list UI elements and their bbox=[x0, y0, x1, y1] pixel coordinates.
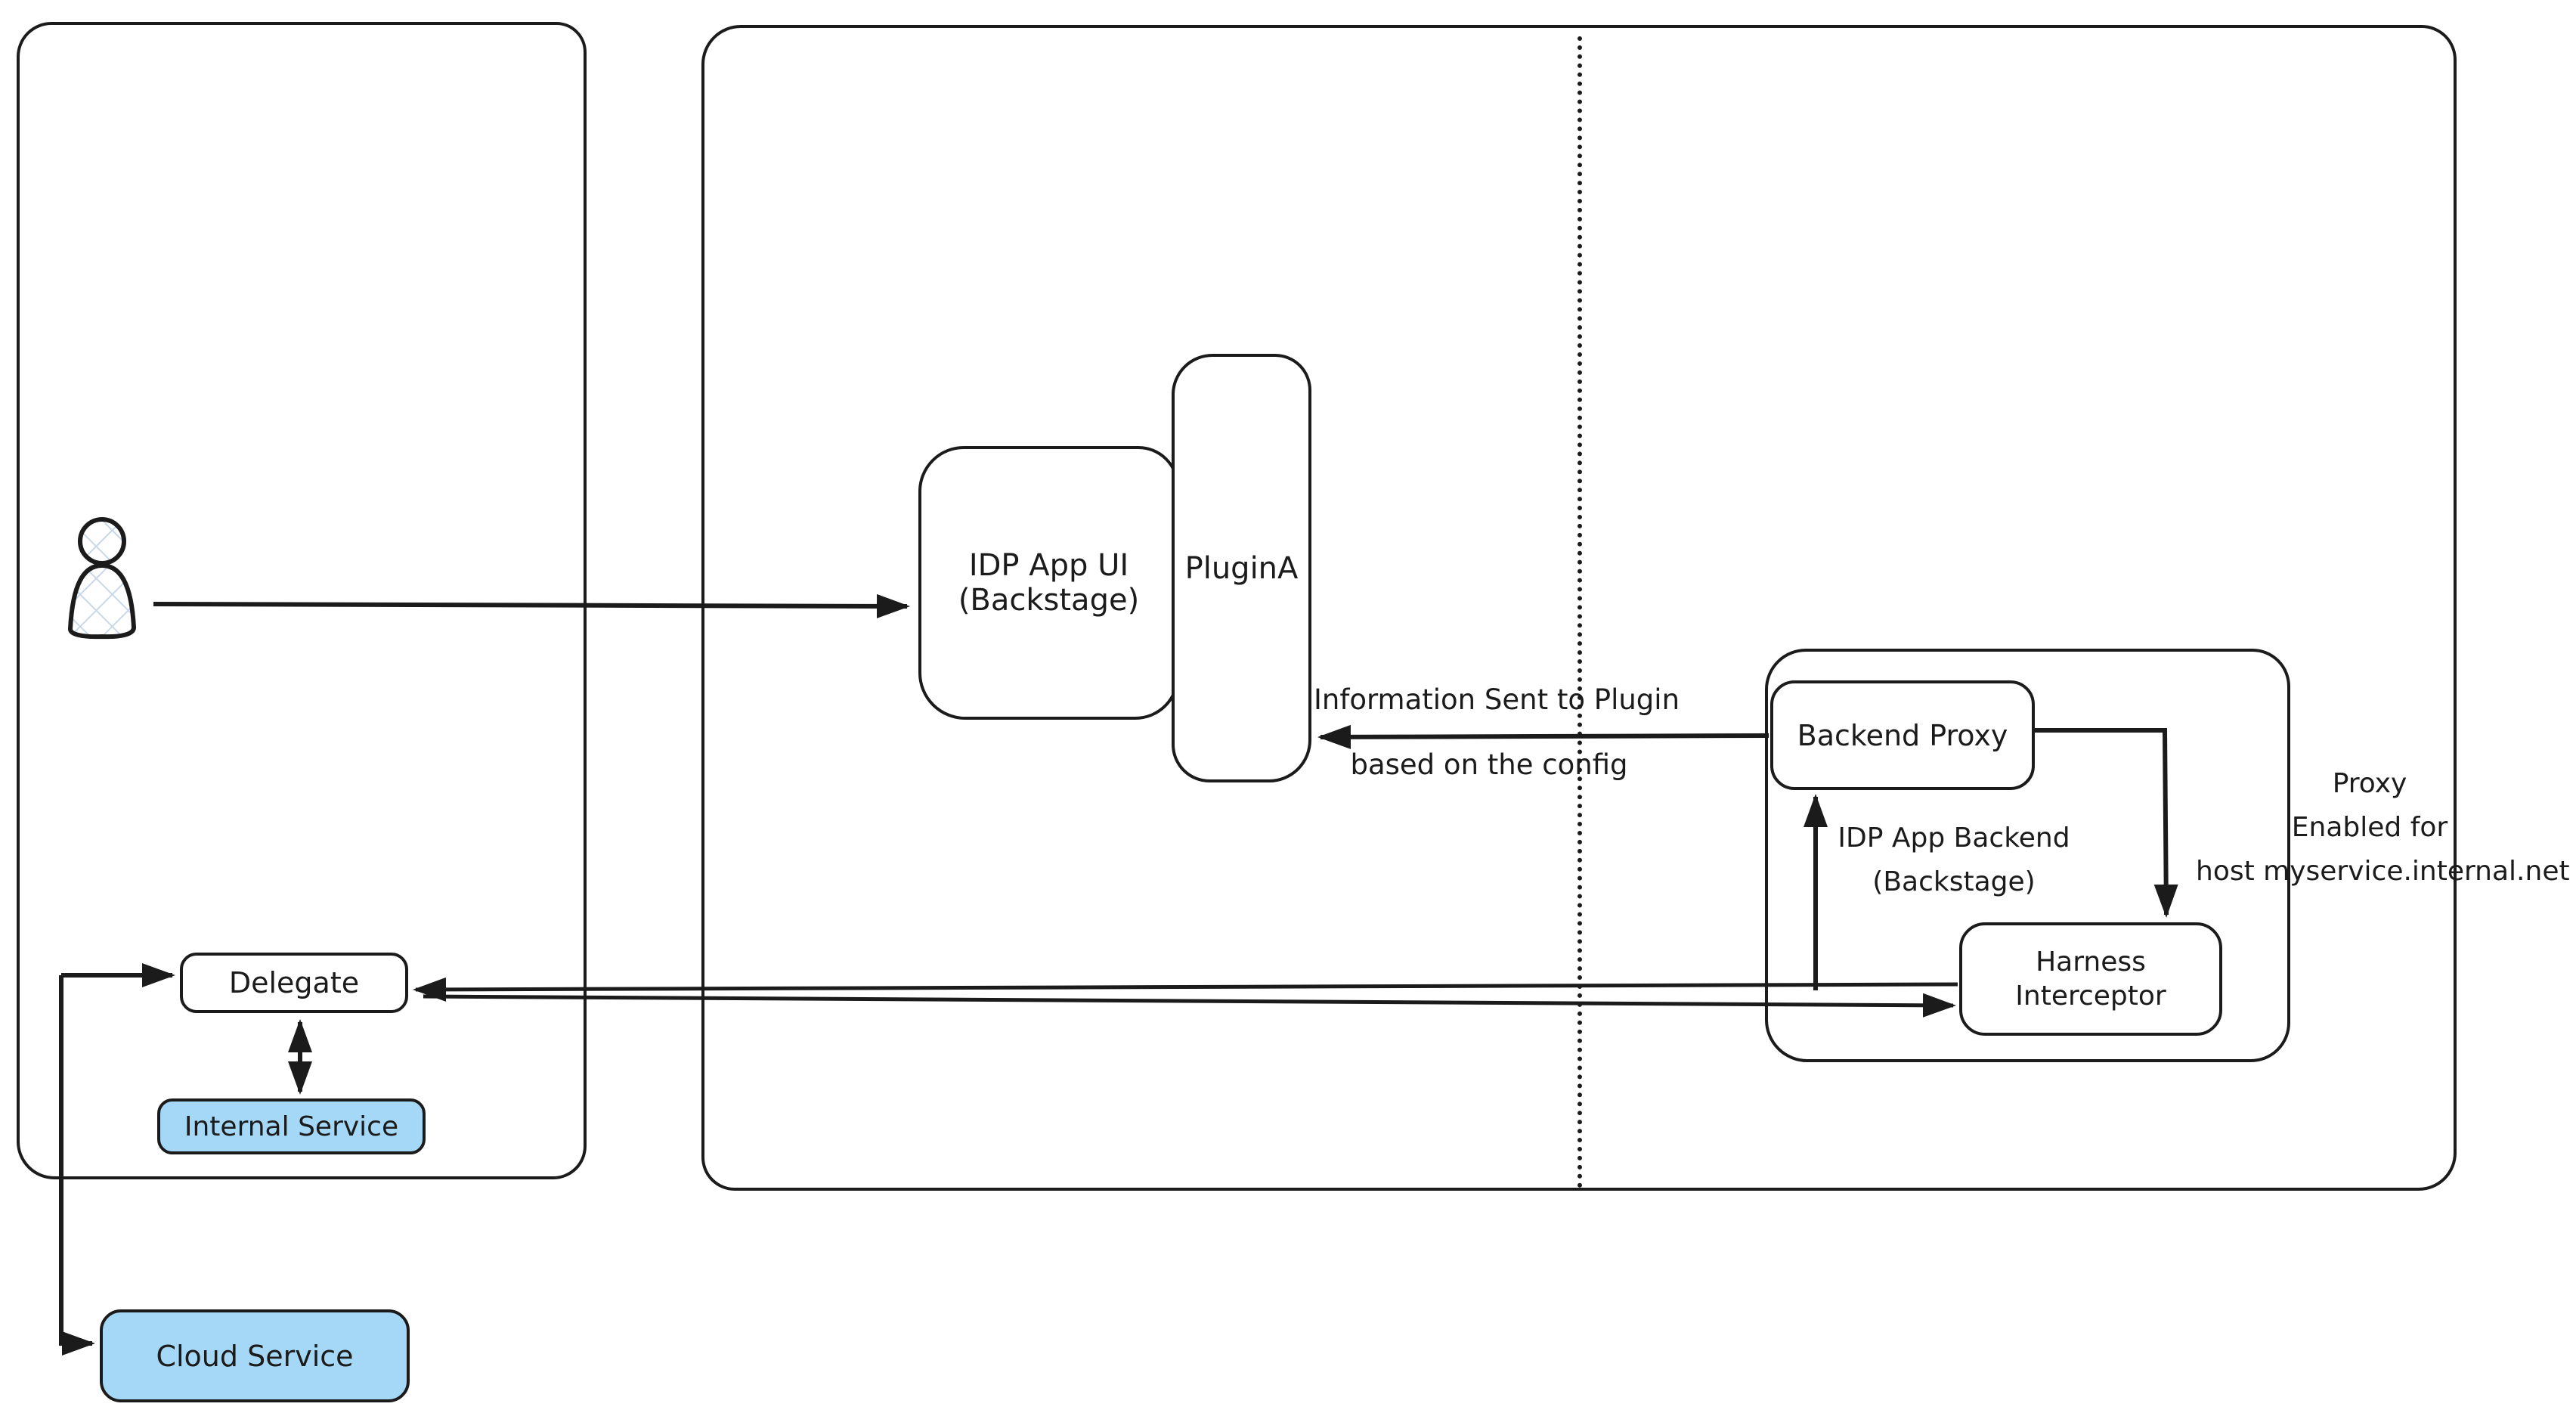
backend-proxy-node: Backend Proxy bbox=[1770, 680, 2035, 790]
harness-interceptor-node: Harness Interceptor bbox=[1959, 922, 2222, 1036]
idp-app-ui-label-line2: (Backstage) bbox=[958, 583, 1140, 618]
cloud-service-label: Cloud Service bbox=[156, 1339, 354, 1373]
internal-service-node: Internal Service bbox=[157, 1098, 426, 1154]
idp-app-backend-label-line2: (Backstage) bbox=[1872, 866, 2036, 897]
idp-app-backend-container bbox=[1765, 649, 2290, 1062]
info-to-plugin-label-line2: based on the config bbox=[1350, 748, 1628, 781]
idp-app-ui-label-line1: IDP App UI bbox=[968, 548, 1129, 583]
idp-app-ui-node: IDP App UI (Backstage) bbox=[918, 446, 1179, 720]
idp-app-backend-label-line1: IDP App Backend bbox=[1838, 823, 2070, 854]
frontend-backend-divider bbox=[1577, 36, 1582, 1188]
proxy-enabled-note: Proxy Enabled for host myservice.interna… bbox=[2196, 762, 2570, 894]
idp-app-backend-label: IDP App Backend (Backstage) bbox=[1773, 816, 2135, 903]
delegate-label: Delegate bbox=[228, 966, 360, 999]
proxy-note-line3: host myservice.internal.net bbox=[2196, 856, 2570, 887]
delegate-node: Delegate bbox=[180, 953, 408, 1013]
harness-interceptor-label-line1: Harness bbox=[2036, 947, 2146, 978]
info-to-plugin-label-line1: Information Sent to Plugin bbox=[1313, 683, 1680, 716]
plugin-a-node: PluginA bbox=[1172, 354, 1311, 782]
internal-service-label: Internal Service bbox=[184, 1111, 399, 1142]
plugin-a-label: PluginA bbox=[1184, 550, 1299, 586]
harness-interceptor-label-line2: Interceptor bbox=[2015, 981, 2166, 1012]
cloud-service-node: Cloud Service bbox=[100, 1309, 410, 1402]
proxy-note-line2: Enabled for bbox=[2291, 812, 2448, 843]
backend-proxy-label: Backend Proxy bbox=[1797, 718, 2008, 752]
proxy-note-line1: Proxy bbox=[2332, 768, 2407, 799]
